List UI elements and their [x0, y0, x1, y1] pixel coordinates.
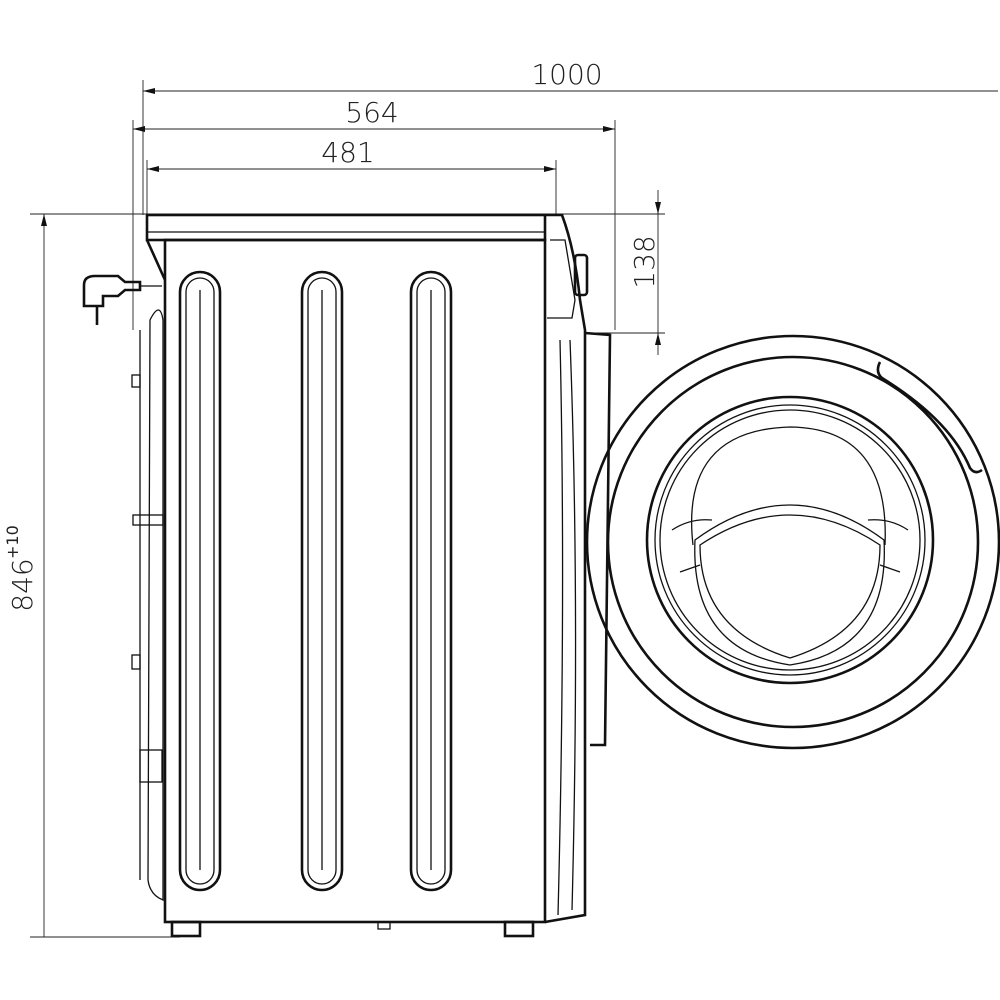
dimension-846: 846 +10 — [3, 214, 180, 938]
dimension-481-label: 481 — [321, 136, 374, 169]
side-ribs — [178, 270, 453, 892]
rib-3 — [409, 270, 453, 892]
rib-2 — [300, 270, 344, 892]
dimension-846-tolerance: +10 — [3, 525, 22, 559]
dimension-138-label: 138 — [628, 235, 661, 288]
dimension-846-label: 846 — [6, 558, 39, 611]
dimension-564-label: 564 — [345, 96, 398, 129]
rib-1 — [178, 270, 222, 892]
dimension-1000: 1000 — [142, 58, 998, 215]
washing-machine-body — [131, 213, 612, 938]
dimension-1000-label: 1000 — [531, 58, 602, 91]
door-front-view — [585, 334, 1000, 750]
dimension-564: 564 — [132, 96, 616, 330]
dimension-481: 481 — [146, 136, 557, 215]
power-plug-icon — [82, 274, 162, 325]
